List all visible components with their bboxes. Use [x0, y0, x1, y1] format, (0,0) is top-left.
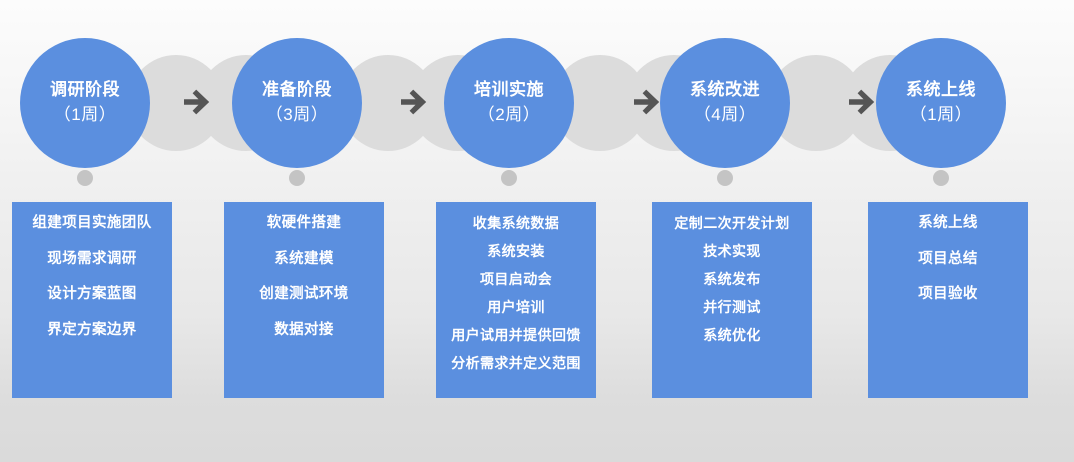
arrow-right-icon	[845, 85, 879, 119]
task-item: 系统建模	[274, 250, 334, 267]
phase-title: 培训实施	[474, 80, 544, 100]
phase-circle-5[interactable]: 系统上线 （1周）	[876, 38, 1006, 168]
task-item: 组建项目实施团队	[32, 215, 152, 231]
connector-dot-3	[501, 170, 517, 186]
phase-column-4: 系统改进 （4周） 定制二次开发计划技术实现系统发布并行测试系统优化	[626, 0, 864, 462]
phase-duration: （1周）	[909, 105, 973, 124]
task-item: 系统安装	[487, 243, 545, 259]
task-item: 软硬件搭建	[266, 215, 342, 231]
phase-duration: （4周）	[693, 105, 757, 124]
task-item: 系统优化	[703, 327, 761, 343]
phase-circle-group-1: 调研阶段 （1周）	[0, 38, 224, 168]
connector-dot-1	[77, 170, 93, 186]
task-item: 项目总结	[918, 250, 978, 267]
phase-column-1: 调研阶段 （1周） 组建项目实施团队现场需求调研设计方案蓝图界定方案边界	[0, 0, 224, 462]
task-item: 项目验收	[918, 286, 978, 302]
connector-dot-4	[717, 170, 733, 186]
task-item: 创建测试环境	[259, 286, 349, 302]
phase-circle-group-3: 培训实施 （2周）	[410, 38, 648, 168]
phase-title: 系统上线	[906, 80, 976, 100]
task-item: 技术实现	[703, 243, 761, 259]
phase-circle-2[interactable]: 准备阶段 （3周）	[232, 38, 362, 168]
phase-title: 准备阶段	[262, 80, 332, 100]
phase-circle-1[interactable]: 调研阶段 （1周）	[20, 38, 150, 168]
phase-circle-4[interactable]: 系统改进 （4周）	[660, 38, 790, 168]
phase-duration: （2周）	[477, 105, 541, 124]
task-item: 分析需求并定义范围	[451, 355, 581, 371]
task-box-4[interactable]: 定制二次开发计划技术实现系统发布并行测试系统优化	[652, 202, 812, 398]
task-item: 界定方案边界	[47, 321, 137, 338]
task-item: 用户培训	[487, 299, 545, 315]
phase-circle-3[interactable]: 培训实施 （2周）	[444, 38, 574, 168]
task-item: 收集系统数据	[472, 215, 560, 231]
task-item: 现场需求调研	[47, 250, 137, 267]
connector-dot-5	[933, 170, 949, 186]
task-item: 系统上线	[918, 215, 978, 231]
task-item: 系统发布	[703, 271, 761, 287]
phase-circle-group-5: 系统上线 （1周）	[842, 38, 1066, 168]
phase-column-5: 系统上线 （1周） 系统上线项目总结项目验收	[842, 0, 1066, 462]
task-item: 项目启动会	[480, 271, 552, 287]
task-item: 定制二次开发计划	[674, 215, 790, 231]
task-box-2[interactable]: 软硬件搭建系统建模创建测试环境数据对接	[224, 202, 384, 398]
arrow-right-icon	[180, 85, 214, 119]
phase-circle-group-4: 系统改进 （4周）	[626, 38, 864, 168]
task-box-5[interactable]: 系统上线项目总结项目验收	[868, 202, 1028, 398]
phase-title: 系统改进	[690, 80, 760, 100]
phase-column-3: 培训实施 （2周） 收集系统数据系统安装项目启动会用户培训用户试用并提供回馈分析需求…	[410, 0, 648, 462]
phase-duration: （1周）	[53, 105, 117, 124]
task-item: 数据对接	[274, 321, 334, 338]
task-box-3[interactable]: 收集系统数据系统安装项目启动会用户培训用户试用并提供回馈分析需求并定义范围	[436, 202, 596, 398]
task-item: 设计方案蓝图	[47, 286, 137, 302]
arrow-right-icon	[630, 85, 664, 119]
phase-title: 调研阶段	[50, 80, 120, 100]
task-box-1[interactable]: 组建项目实施团队现场需求调研设计方案蓝图界定方案边界	[12, 202, 172, 398]
phase-column-2: 准备阶段 （3周） 软硬件搭建系统建模创建测试环境数据对接	[198, 0, 436, 462]
phase-circle-group-2: 准备阶段 （3周）	[198, 38, 436, 168]
task-item: 并行测试	[703, 299, 761, 315]
arrow-right-icon	[397, 85, 431, 119]
phase-duration: （3周）	[265, 105, 329, 124]
connector-dot-2	[289, 170, 305, 186]
task-item: 用户试用并提供回馈	[451, 327, 581, 343]
